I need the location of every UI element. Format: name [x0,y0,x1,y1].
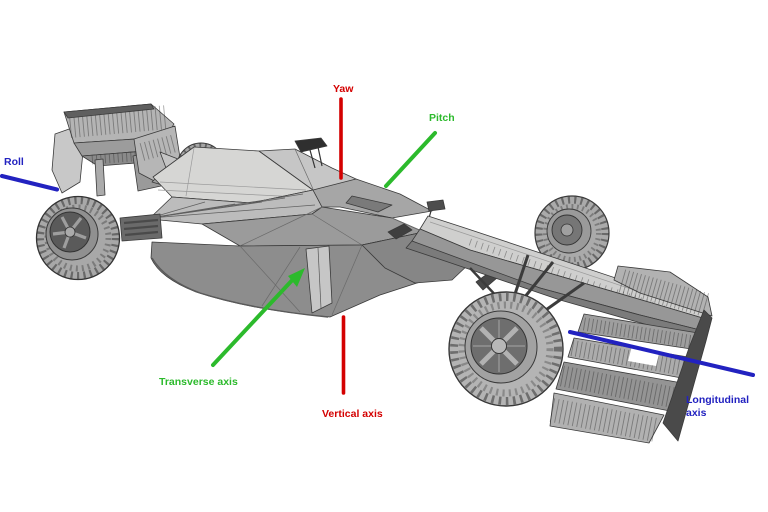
front-wing-endplate [662,309,713,442]
rear-wing-leading-edge [63,103,155,119]
side-flick [387,223,413,240]
airbox-facet [294,148,314,190]
bargeboard-line [317,247,322,309]
bargeboard [305,245,333,314]
front-far-tread-inner [543,204,601,262]
transverse-axis-arrowhead [288,268,305,287]
rear-wing-pylon-left [94,158,106,197]
pitch-axis-line [384,131,437,188]
roll-label: Roll [4,156,24,168]
floor-bottom-edge [151,257,329,318]
pitch-label: Pitch [429,112,455,124]
yaw-label: Yaw [333,83,354,95]
transverse-axis-label: Transverse axis [159,376,238,388]
front-far-hub [560,223,574,237]
rear-near-tread-inner [44,204,112,272]
front-near-wheel [448,291,564,407]
floor-facets [239,244,363,316]
front-wing-main-plane [549,392,665,444]
rear-wing-flap-ribs [68,105,170,138]
front-near-tread-outer [450,293,562,405]
exhaust-slats [123,218,159,237]
vertical-axis-label: Vertical axis [322,408,383,420]
engine-cover-ridges [157,147,307,198]
longitudinal-axis-label-line1: Longitudinal [686,394,749,406]
flank-fan-lines [149,193,316,219]
front-wing [549,265,713,444]
mirror [426,199,446,212]
roll-axis-line [0,173,60,192]
cockpit-opening [345,195,393,213]
transverse-axis-line [211,273,299,367]
sidepod-facets [239,206,425,247]
front-near-tread-inner [458,301,554,397]
cockpit-top [312,178,433,219]
rear-near-tread-outer [37,197,119,279]
front-far-wheel [534,195,610,271]
front-near-hub [491,338,507,354]
rear-near-wheel [35,195,121,281]
longitudinal-axis-line [568,330,755,377]
front-wing-upper-stack [613,265,713,317]
longitudinal-axis-label-line2: axis [686,407,707,419]
t-cam-posts [309,146,323,169]
axis-labels: Yaw Pitch Roll Transverse axis Vertical … [4,83,749,420]
t-cam-winglet [294,137,328,153]
axis-lines [0,97,755,395]
nose [405,215,707,339]
rear-near-hub [64,226,76,238]
